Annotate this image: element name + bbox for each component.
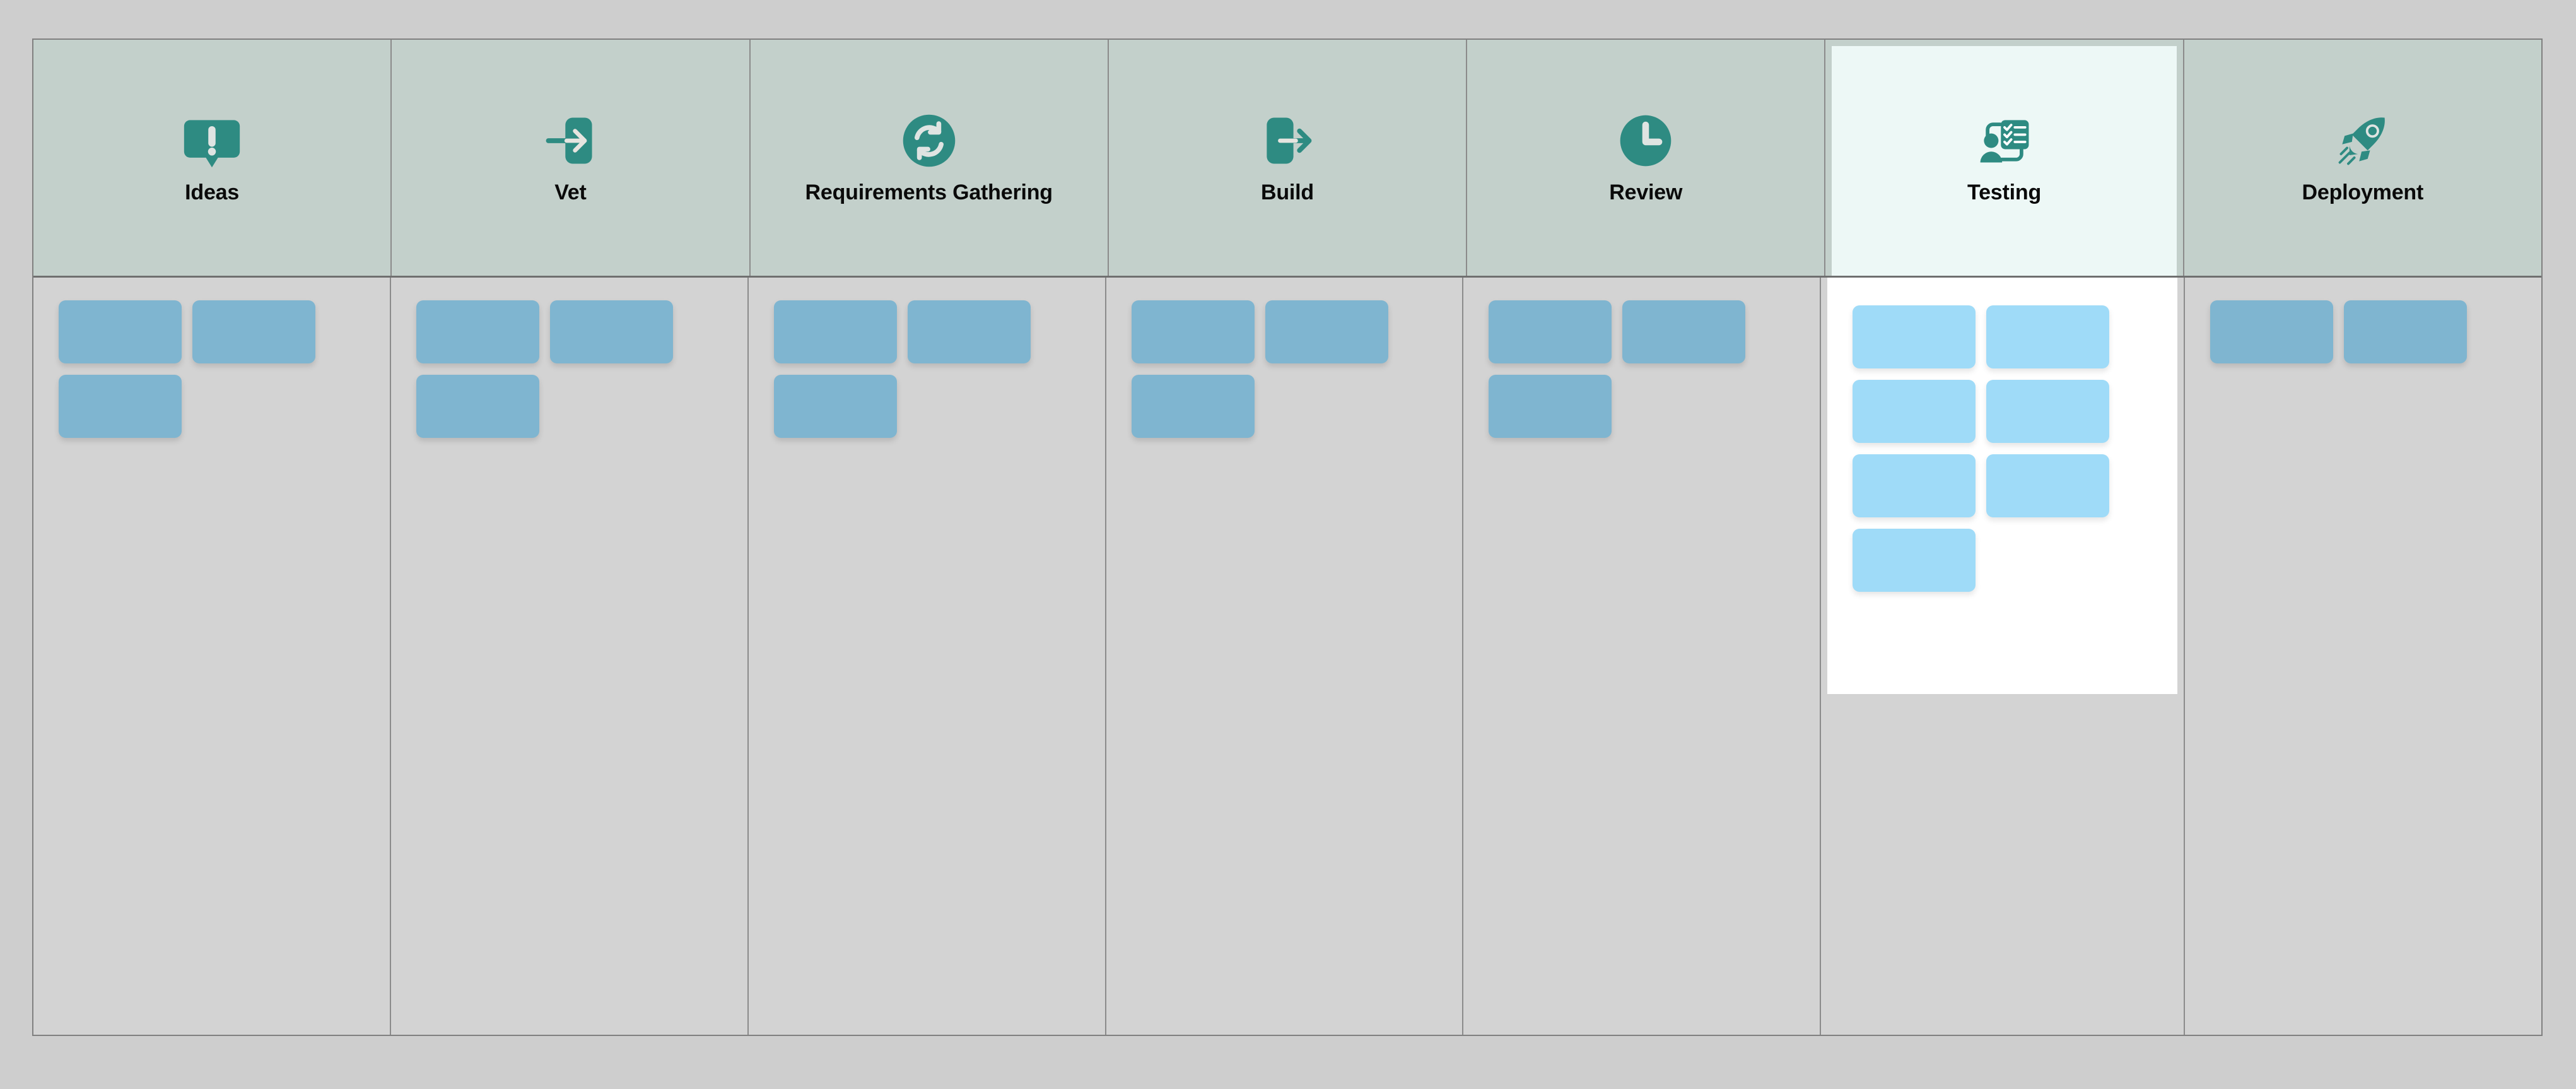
board-card[interactable]	[1131, 375, 1255, 438]
column-title: Vet	[554, 180, 587, 204]
column-title: Ideas	[185, 180, 240, 204]
column-title: Build	[1260, 180, 1314, 204]
board-card[interactable]	[1853, 529, 1976, 592]
board-card[interactable]	[1986, 454, 2110, 517]
column-header-requirements-gathering[interactable]: Requirements Gathering	[750, 40, 1109, 276]
column-title: Deployment	[2302, 180, 2424, 204]
column-body-build[interactable]	[1106, 278, 1464, 1035]
board-card[interactable]	[192, 300, 315, 363]
column-body-deployment[interactable]	[2185, 278, 2541, 1035]
board-card[interactable]	[1489, 300, 1612, 363]
column-header-vet[interactable]: Vet	[392, 40, 751, 276]
board-card[interactable]	[2210, 300, 2334, 363]
board-card[interactable]	[907, 300, 1031, 363]
column-body-vet[interactable]	[391, 278, 749, 1035]
column-title: Requirements Gathering	[805, 180, 1053, 204]
board-card[interactable]	[416, 375, 539, 438]
column-header-review[interactable]: Review	[1467, 40, 1826, 276]
board-card[interactable]	[1986, 380, 2110, 443]
board-card[interactable]	[1622, 300, 1746, 363]
exclamation-callout-icon	[184, 120, 240, 168]
board-card[interactable]	[1986, 305, 2110, 368]
sync-refresh-icon	[903, 114, 955, 167]
card-stack	[2210, 300, 2513, 363]
board-card[interactable]	[2344, 300, 2468, 363]
sign-out-arrow-icon	[1267, 117, 1312, 164]
board-card[interactable]	[773, 300, 897, 363]
column-body-testing[interactable]	[1821, 278, 2186, 1035]
card-stack	[773, 300, 1077, 438]
column-header-build[interactable]: Build	[1108, 40, 1468, 276]
sign-in-arrow-icon	[546, 117, 592, 164]
rocket-icon	[2338, 117, 2385, 165]
board-card[interactable]	[59, 300, 182, 363]
card-stack	[416, 300, 719, 438]
column-header-deployment[interactable]: Deployment	[2184, 40, 2541, 276]
board-body-row	[33, 278, 2541, 1035]
column-header-ideas[interactable]: Ideas	[33, 40, 392, 276]
column-body-review[interactable]	[1463, 278, 1822, 1035]
board-card[interactable]	[1853, 454, 1976, 517]
board-card[interactable]	[1265, 300, 1388, 363]
board-card[interactable]	[1853, 380, 1976, 443]
card-stack	[1131, 300, 1434, 438]
person-checklist-icon	[1980, 120, 2029, 163]
column-body-ideas[interactable]	[33, 278, 391, 1035]
board-card[interactable]	[773, 375, 897, 438]
board-card[interactable]	[1853, 305, 1976, 368]
board-header-row: Ideas Vet	[33, 40, 2541, 278]
card-stack	[1853, 305, 2155, 592]
column-title: Review	[1609, 180, 1683, 204]
card-stack	[1489, 300, 1791, 438]
board-card[interactable]	[1489, 375, 1612, 438]
kanban-board: Ideas Vet	[32, 38, 2543, 1036]
card-stack	[59, 300, 361, 438]
board-card[interactable]	[59, 375, 182, 438]
board-card[interactable]	[549, 300, 673, 363]
column-header-testing[interactable]: Testing	[1825, 40, 2184, 276]
column-body-requirements-gathering[interactable]	[749, 278, 1106, 1035]
clock-icon	[1620, 115, 1671, 167]
board-card[interactable]	[1131, 300, 1255, 363]
column-title: Testing	[1967, 180, 2042, 204]
board-card[interactable]	[416, 300, 539, 363]
